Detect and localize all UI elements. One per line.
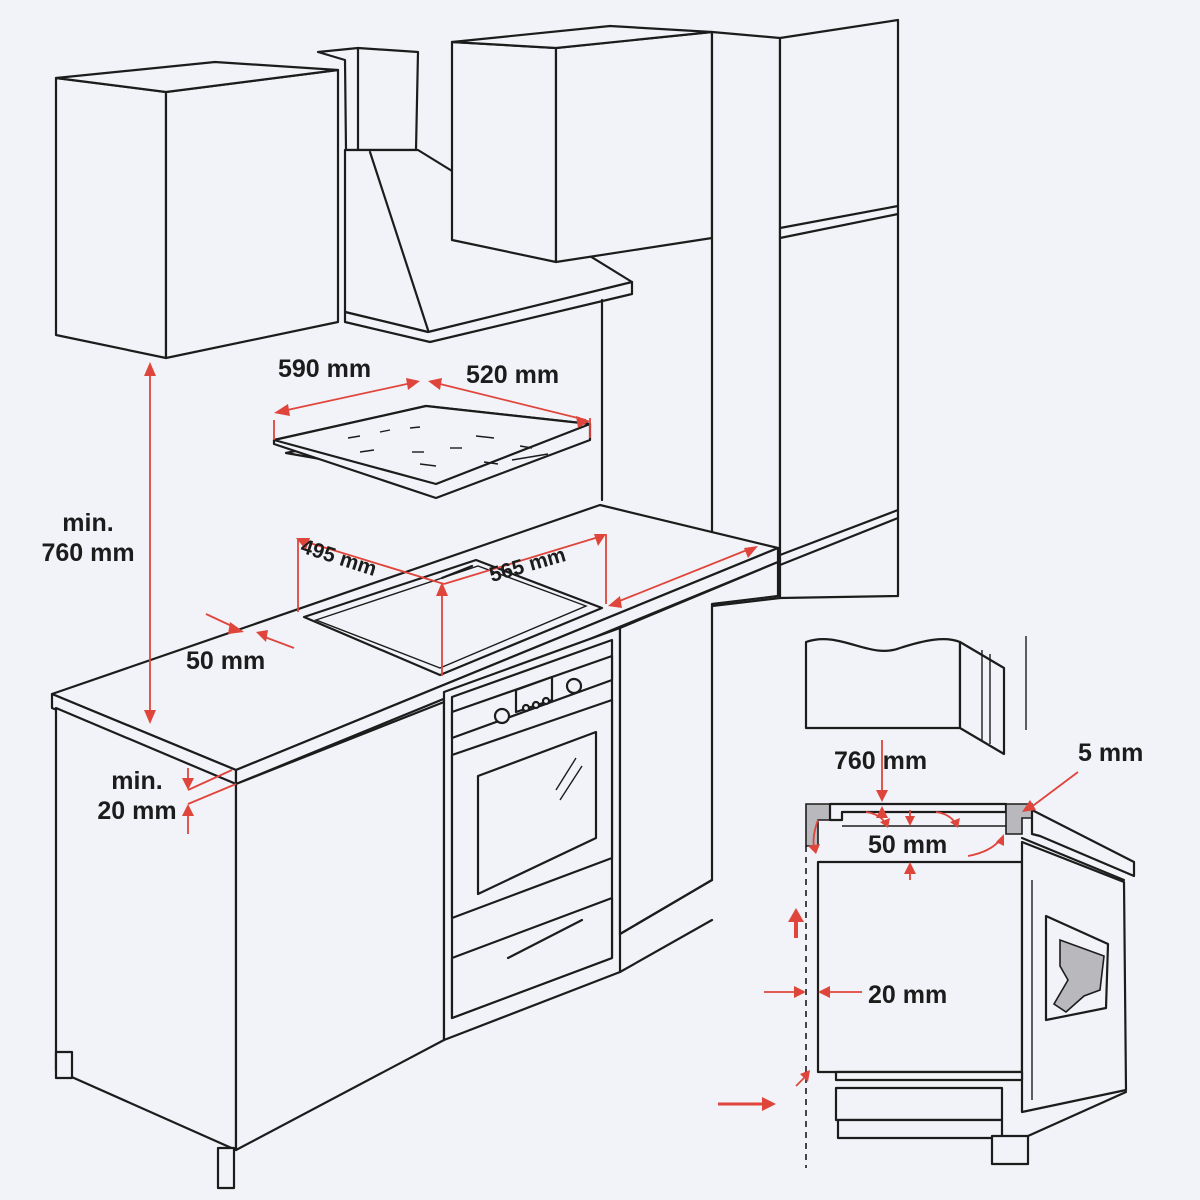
detail-gap-label: 5 mm [1078, 739, 1144, 767]
hob-unit [272, 404, 592, 500]
upper-right-cabinet [450, 24, 714, 264]
min-front-label-line1: min. [111, 767, 163, 795]
base-cabinet-left [54, 700, 446, 1190]
hob-width-label: 590 mm [278, 355, 372, 383]
detail-view [718, 636, 1136, 1168]
tall-cabinet [710, 18, 900, 608]
built-in-oven [442, 626, 622, 1042]
hob-zone-markings [347, 426, 549, 467]
edge-distance-label: 50 mm [186, 647, 266, 675]
min-height-label-line1: min. [62, 509, 114, 537]
detail-rear-gap-label: 20 mm [868, 981, 948, 1009]
base-cabinet-right [618, 560, 780, 974]
min-height-label: min. 760 mm [28, 508, 148, 568]
detail-ventilation-label: 50 mm [868, 831, 948, 859]
min-height-label-line2: 760 mm [41, 539, 135, 567]
left-wall-cabinet [54, 60, 340, 360]
main-dimensions [144, 362, 758, 834]
detail-height-label: 760 mm [834, 747, 928, 775]
min-front-label-line2: 20 mm [97, 797, 177, 825]
min-front-label: min. 20 mm [82, 766, 192, 826]
hob-depth-label: 520 mm [466, 361, 560, 389]
countertop-cutout [302, 558, 604, 677]
